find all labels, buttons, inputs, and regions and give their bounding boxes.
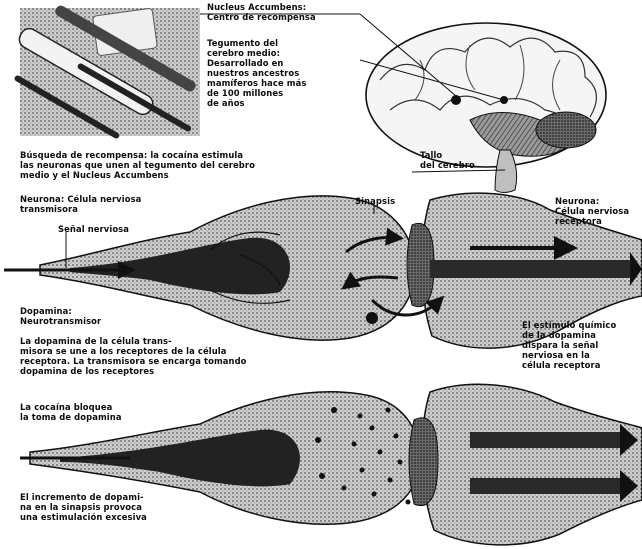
- neurona-transmisora-label: Neurona: Célula nerviosa transmisora: [20, 194, 141, 214]
- estimulo-label: El estímulo químico de la dopamina dispa…: [522, 320, 616, 370]
- lower-receiving-neuron: [409, 384, 642, 545]
- neurona-receptora-label: Neurona: Célula nerviosa receptora: [555, 196, 629, 226]
- arrow-icon: [430, 260, 630, 278]
- dopamina-label: Dopamina: Neurotransmisor: [20, 306, 101, 326]
- tegmento-label: Tegumento del cerebro medio: Desarrollad…: [207, 38, 306, 108]
- sinapsis-label: Sinapsis: [355, 196, 395, 206]
- nucleus-accumbens-label: Nucleus Accumbens: Centro de recompensa: [207, 2, 316, 22]
- dopamina-description: La dopamina de la célula trans- misora s…: [20, 336, 247, 376]
- cocaina-bloquea-label: La cocaína bloquea la toma de dopamina: [20, 402, 122, 422]
- tallo-label: Tallo del cerebro: [420, 150, 475, 170]
- cocaine-lines-icon: [13, 4, 200, 140]
- brain-icon: [366, 23, 606, 193]
- incremento-label: El incremento de dopami- na en la sinaps…: [20, 492, 147, 522]
- senal-nerviosa-label: Señal nerviosa: [58, 224, 129, 234]
- busqueda-label: Búsqueda de recompensa: la cocaína estim…: [20, 150, 255, 180]
